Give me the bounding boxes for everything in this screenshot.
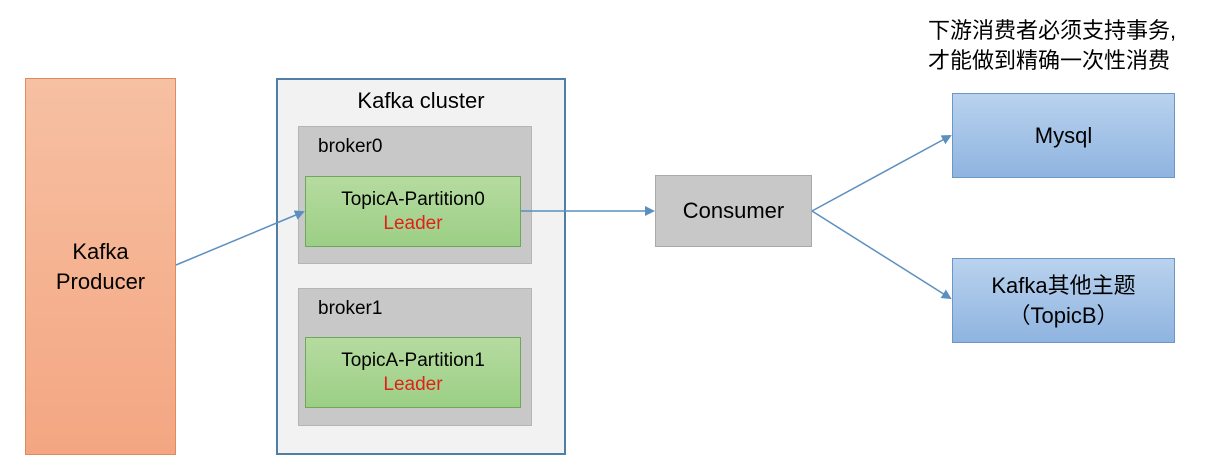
broker0-label: broker0 [318,136,383,157]
broker1-label: broker1 [318,298,383,319]
producer-label-line2: Producer [55,268,146,294]
consumer-to-mysql-arrow [811,135,952,212]
partition0-label: TopicA-Partition0 [341,188,485,210]
partition1-label: TopicA-Partition1 [341,349,485,371]
kafka-other-topic-box: Kafka其他主题 （TopicB） [952,258,1175,343]
transaction-note-line2: 才能做到精确一次性消费 [928,48,1171,73]
kafka-producer-box: Kafka Producer [25,78,176,455]
mysql-box: Mysql [952,93,1175,178]
partition0-leader-label: Leader [383,212,443,234]
kafka-other-topic-label-line1: Kafka其他主题 [991,272,1136,298]
producer-label-line1: Kafka [72,238,129,264]
partition1-box: TopicA-Partition1 Leader [305,337,521,408]
partition0-box: TopicA-Partition0 Leader [305,176,521,247]
producer-to-partition0-arrow [175,210,305,266]
partition1-leader-label: Leader [383,373,443,395]
transaction-note: 下游消费者必须支持事务, 才能做到精确一次性消费 [928,16,1176,76]
consumer-to-kafka-other-arrow [811,210,952,300]
transaction-note-line1: 下游消费者必须支持事务, [928,18,1177,43]
consumer-label: Consumer [682,198,785,223]
cluster-title: Kafka cluster [357,88,485,113]
mysql-label: Mysql [1034,122,1093,148]
kafka-other-topic-label-line2: （TopicB） [1008,302,1119,328]
consumer-box: Consumer [655,175,812,247]
